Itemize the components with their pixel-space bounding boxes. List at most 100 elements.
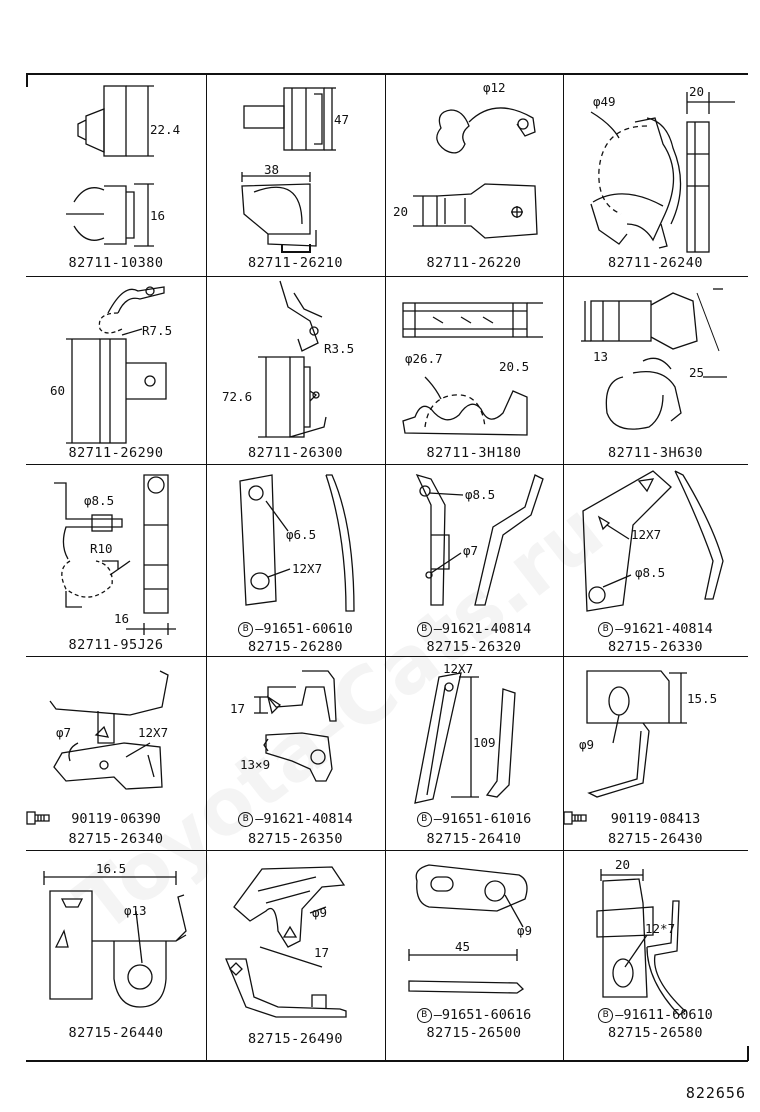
part-cell-82715-26440: 16.5 φ13 82715-26440 (26, 851, 206, 1060)
part-cell-82715-26280: φ6.5 12X7 B—91651-60610 82715-26280 (206, 465, 385, 656)
clip-drawing (402, 302, 543, 436)
clip-drawing (258, 280, 327, 438)
part-number: 82711-26300 (248, 445, 343, 461)
clip-drawing (225, 866, 347, 1018)
row-divider-4 (26, 850, 748, 851)
dimension-label: R3.5 (324, 341, 355, 356)
bolt-b-icon: B (598, 621, 614, 637)
clip-drawing (582, 470, 724, 612)
bolt-leader: — (433, 621, 442, 637)
clip-drawing (254, 670, 337, 782)
bolt-leader: — (255, 621, 264, 637)
dimension-label: φ9 (517, 923, 533, 938)
part-cell-82715-26350: 17 13×9 B—91621-40814 82715-26350 (206, 657, 385, 850)
clip-drawing (66, 286, 167, 444)
bolt-part-number: 91651-60616 (441, 1007, 532, 1023)
bolt-callout: B—91621-40814 (385, 621, 563, 637)
part-cell-82715-26500: φ9 45 B—91651-60616 82715-26500 (385, 851, 563, 1060)
frame-bottom-line (26, 1060, 748, 1062)
part-number: 82711-3H630 (608, 445, 703, 461)
bolt-part-number: 91621-40814 (441, 621, 532, 637)
part-number: 82715-26430 (608, 831, 703, 847)
clip-drawing (241, 87, 336, 253)
part-number: 82715-26490 (248, 1031, 343, 1047)
dimension-label: 38 (264, 162, 280, 177)
bolt-part-number: 91651-61016 (441, 811, 532, 827)
dimension-label: φ8.5 (84, 493, 115, 508)
bolt-b-icon: B (416, 1007, 432, 1023)
col-divider-2 (385, 74, 386, 1060)
clip-drawing (43, 871, 187, 1008)
clip-drawing (590, 92, 735, 253)
screw-icon (563, 811, 587, 825)
clip-drawing (239, 474, 355, 612)
bolt-callout: B—91621-40814 (563, 621, 748, 637)
dimension-label: R7.5 (142, 323, 173, 338)
screw-icon (26, 811, 50, 825)
bolt-callout: B—91651-60610 (206, 621, 385, 637)
part-number: 82715-26580 (608, 1025, 703, 1041)
dimension-label: φ12 (483, 80, 506, 95)
dimension-label: φ49 (593, 94, 616, 109)
part-number: 82715-26330 (608, 639, 703, 655)
dimension-label: φ13 (124, 903, 147, 918)
part-cell-82715-26490: φ9 17 82715-26490 (206, 851, 385, 1060)
part-number: 82711-26210 (248, 255, 343, 271)
bolt-b-icon: B (416, 811, 432, 827)
bolt-part-number: 91611-60610 (623, 1007, 713, 1023)
bolt-part-number: 91651-60610 (263, 621, 353, 637)
dimension-label: φ26.7 (405, 351, 443, 366)
bolt-b-icon: B (598, 1007, 614, 1023)
col-divider-3 (563, 74, 564, 1060)
dimension-label: φ7 (463, 543, 479, 558)
clip-drawing (413, 107, 538, 239)
clip-drawing (415, 473, 544, 606)
bolt-b-icon: B (416, 621, 432, 637)
part-number: 82715-26320 (426, 639, 522, 655)
part-number: 82715-26410 (426, 831, 522, 847)
part-cell-82711-26290: R7.5 60 82711-26290 (26, 277, 206, 464)
part-cell-82711-26300: R3.5 72.6 82711-26300 (206, 277, 385, 464)
part-cell-82715-26330: 12X7 φ8.5 B—91621-40814 82715-26330 (563, 465, 748, 656)
part-cell-82711-10380: 22.4 16 82711-10380 (26, 74, 206, 276)
part-number: 82715-26350 (248, 831, 343, 847)
part-number: 82711-26220 (426, 255, 522, 271)
bolt-leader: — (433, 811, 442, 827)
part-cell-82711-3H630: 13 25 82711-3H630 (563, 277, 748, 464)
part-number: 82715-26440 (68, 1025, 164, 1041)
row-divider-3 (26, 656, 748, 657)
dimension-label: 17 (314, 945, 330, 960)
part-number: 82711-10380 (68, 255, 164, 271)
dimension-label: 13 (593, 349, 609, 364)
part-cell-82711-26220: φ12 20 82711-26220 (385, 74, 563, 276)
part-number: 82711-26240 (608, 255, 703, 271)
clip-drawing (414, 672, 516, 804)
dimension-label: φ9 (579, 737, 595, 752)
bolt-callout: B—91611-60610 (563, 1007, 748, 1023)
bolt-leader: — (433, 1007, 442, 1023)
dimension-label: φ7 (56, 725, 72, 740)
part-number: 82711-26290 (68, 445, 164, 461)
clip-drawing (49, 670, 169, 790)
sheet-code: 822656 (685, 1084, 746, 1102)
dimension-label: 47 (334, 112, 350, 127)
col-divider-1 (206, 74, 207, 1060)
bolt-callout: 90119-08413 (563, 811, 748, 827)
dimension-label: 15.5 (687, 691, 718, 706)
part-number: 82715-26280 (248, 639, 343, 655)
bolt-leader: — (255, 811, 264, 827)
part-cell-82711-95J26: φ8.5 R10 16 82711-95J26 (26, 465, 206, 656)
bolt-part-number: 91621-40814 (263, 811, 353, 827)
bolt-leader: — (615, 621, 624, 637)
dimension-label: 109 (473, 735, 496, 750)
bolt-part-number: 90119-06390 (71, 811, 161, 827)
part-cell-82715-26410: 12X7 109 B—91651-61016 82715-26410 (385, 657, 563, 850)
dimension-label: 20 (393, 204, 409, 219)
dimension-label: φ6.5 (286, 527, 317, 542)
dimension-label: 16 (114, 611, 130, 626)
clip-drawing (408, 864, 528, 994)
bolt-part-number: 91621-40814 (623, 621, 713, 637)
row-divider-2 (26, 464, 748, 465)
bolt-part-number: 90119-08413 (610, 811, 701, 827)
dimension-label: 20 (689, 84, 705, 99)
